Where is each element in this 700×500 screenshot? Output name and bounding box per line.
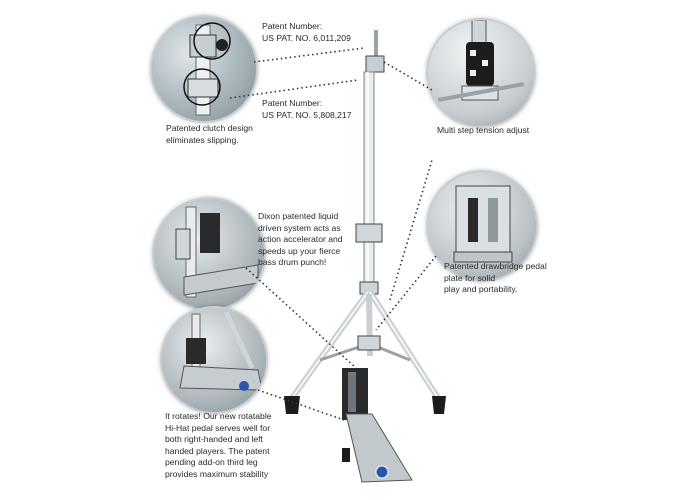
leader-liquid: [245, 267, 357, 369]
leader-rotates: [257, 389, 345, 421]
liquid-drive-detail-circle: [152, 197, 266, 311]
liquid-drive-illustration: [175, 206, 259, 298]
tension-text: Multi step tension adjust: [437, 125, 530, 135]
liquid-drive-text: Dixon patented liquid driven system acts…: [258, 211, 343, 267]
rotating-pedal-detail-circle: [160, 306, 268, 414]
leader-drawbridge: [375, 255, 437, 331]
patent-bottom-text: Patent Number: US PAT. NO. 5,808,217: [262, 98, 352, 120]
leader-clutch-bottom: [229, 79, 359, 99]
clutch-detail-circle: [150, 15, 258, 123]
leader-tension: [383, 61, 433, 91]
leader-tension-lower: [389, 159, 433, 301]
tension-detail-illustration: [437, 20, 525, 102]
rotating-pedal-illustration: [179, 310, 263, 391]
rotates-text: It rotates! Our new rotatable Hi-Hat ped…: [165, 411, 272, 479]
drawbridge-detail-circle: [426, 170, 538, 282]
drawbridge-illustration: [453, 185, 513, 263]
patent-top-text: Patent Number: US PAT. NO. 6,011,209: [262, 21, 351, 43]
leader-clutch-top: [253, 47, 365, 63]
clutch-detail-illustration: [183, 22, 231, 116]
clutch-text: Patented clutch design eliminates slippi…: [166, 123, 253, 145]
drawbridge-text: Patented drawbridge pedal plate for soli…: [444, 261, 547, 294]
tension-detail-circle: [426, 18, 536, 128]
